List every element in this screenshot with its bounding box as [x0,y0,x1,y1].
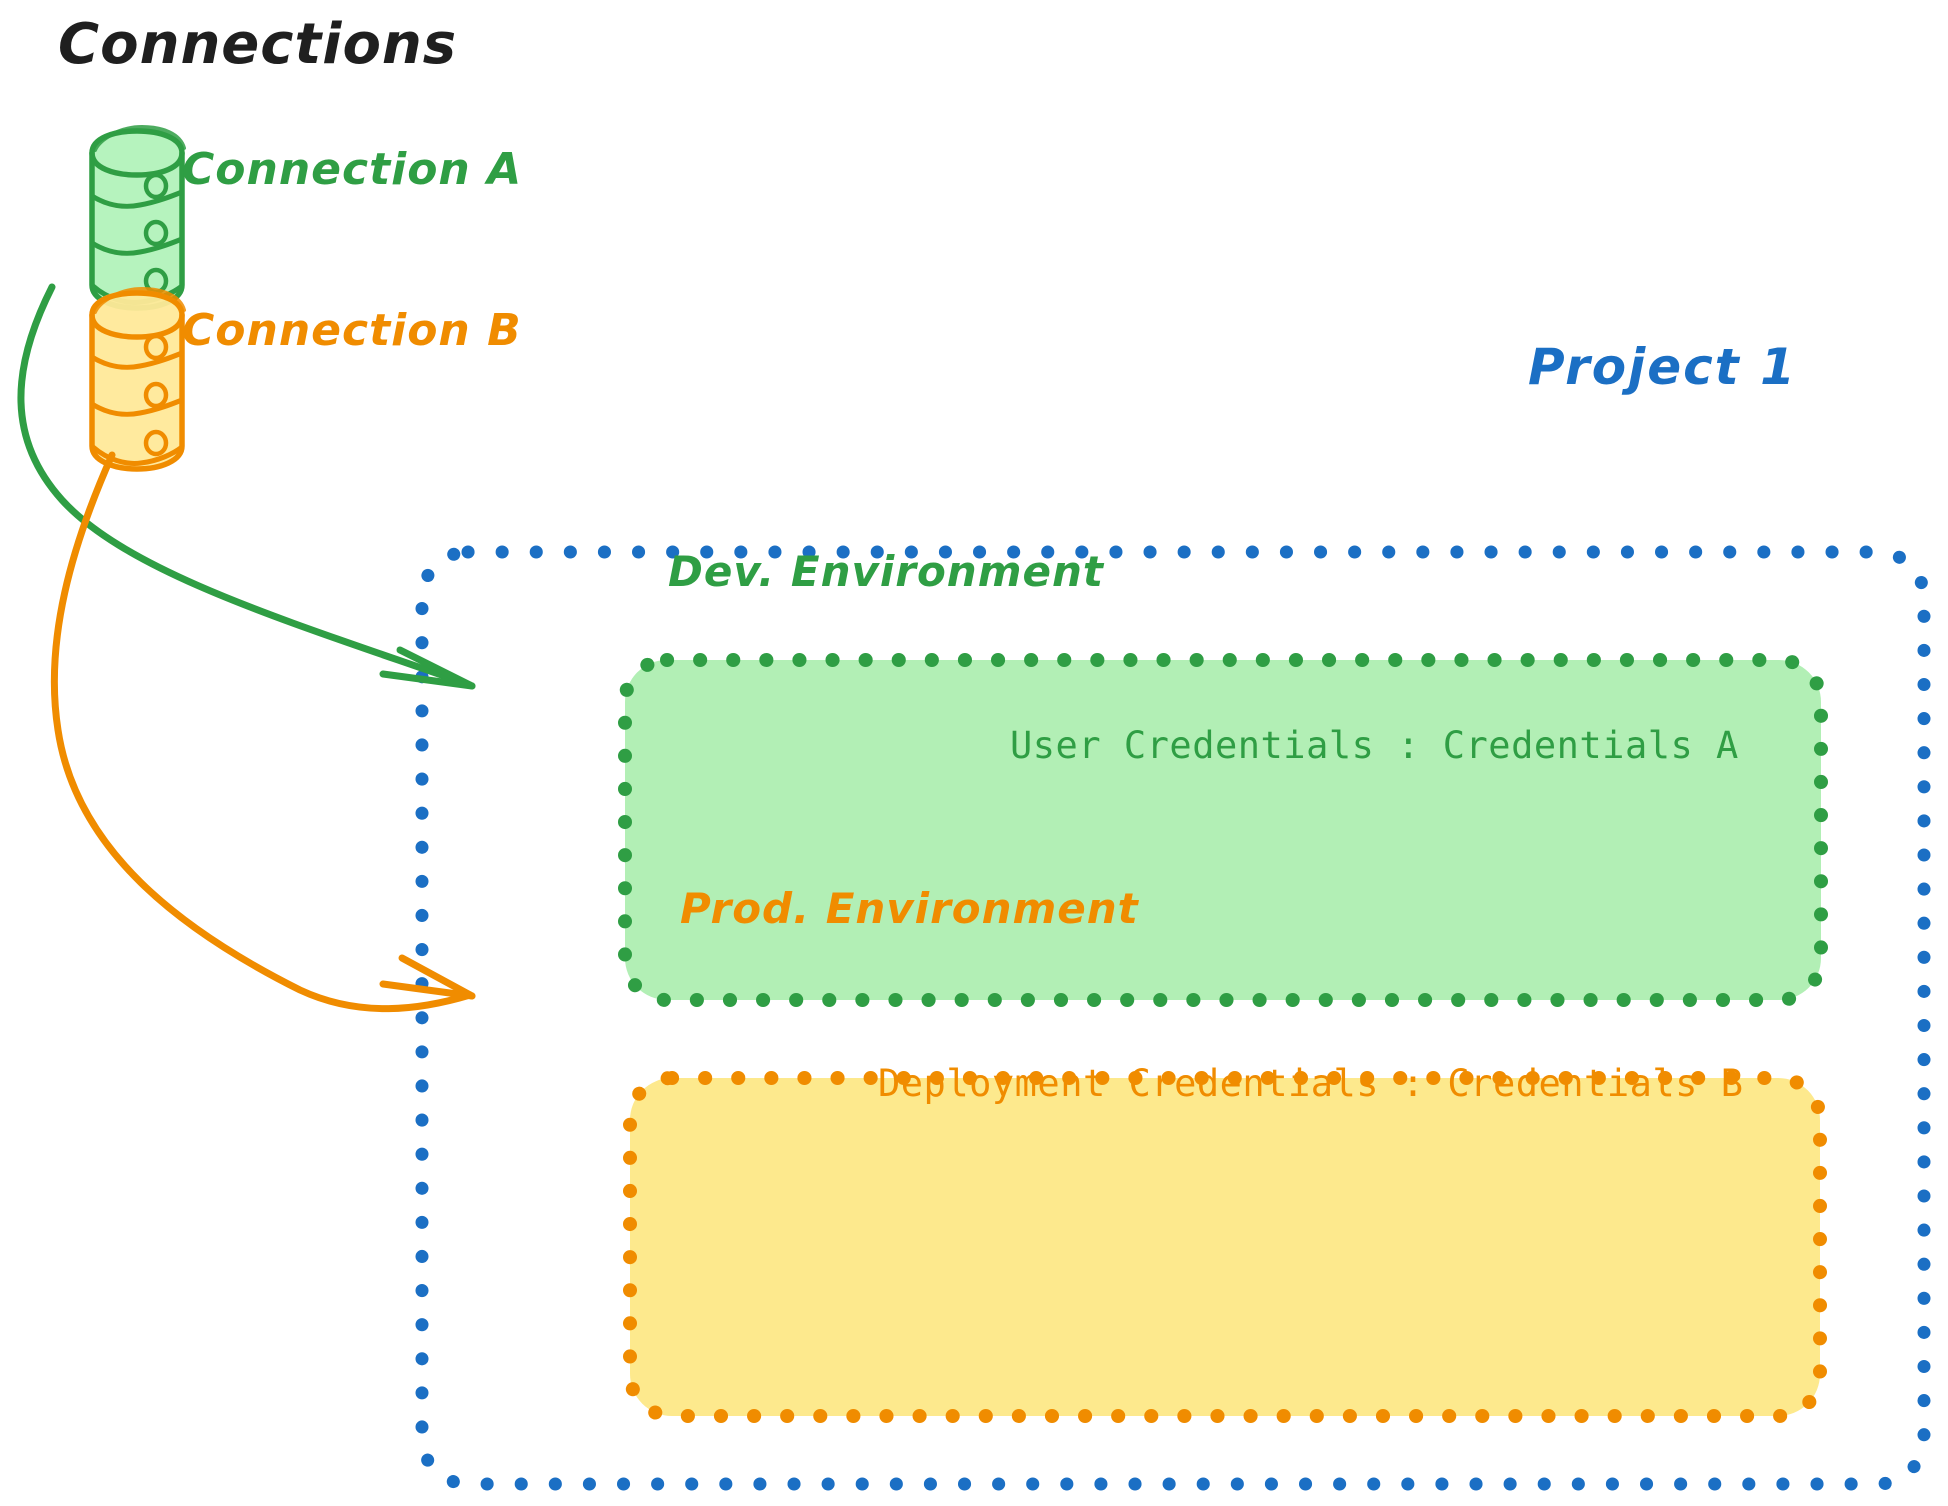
cylinder-a-divider-1 [89,189,185,209]
arrow-conn-b-head-bottom [379,980,476,1000]
prod-environment-credentials: Deployment Credentials : Credentials B [878,1062,1744,1105]
dev-environment-credentials: User Credentials : Credentials A [1010,724,1739,767]
database-cylinder-icon-connection-b[interactable] [89,286,186,472]
cylinder-a-led-2 [143,219,169,247]
dev-environment-fill [625,660,1821,1000]
arrow-conn-b-head-top [398,954,476,1000]
arrow-conn-a-head-top [396,646,476,690]
cylinder-a-top-sketch [93,124,186,152]
cylinder-b-divider-2 [89,397,185,417]
cylinder-b-divider-1 [89,350,185,370]
arrow-conn-b-to-prod [50,451,476,1013]
cylinder-a-led-1 [143,172,169,200]
cylinder-a-divider-2 [89,236,185,256]
dev-environment-title: Dev. Environment [668,547,1104,596]
prod-environment-box[interactable] [623,1071,1827,1423]
dev-environment-box[interactable] [618,653,1828,1007]
database-cylinder-icon-connection-a[interactable] [89,124,186,311]
cylinder-b-body-outline [89,312,185,472]
cylinder-b-fill [90,290,183,468]
prod-environment-fill [630,1078,1820,1416]
cylinder-b-led-1 [143,333,169,361]
connection-a-label: Connection A [182,144,523,195]
cylinder-b-led-2 [143,381,169,409]
dev-environment-dotted-border [618,653,1828,1007]
cylinder-b-led-3 [143,429,169,457]
project-title: Project 1 [1528,338,1797,396]
arrow-conn-b-path [50,451,474,1013]
cylinder-b-top-sketch [93,286,186,314]
cylinder-b-bottom-sweep [90,444,185,466]
page-title: Connections [58,12,458,77]
cylinder-a-fill [90,128,183,307]
arrow-conn-a-head-bottom [379,670,476,690]
prod-environment-title: Prod. Environment [680,884,1139,933]
project-dotted-border [415,545,1931,1491]
connection-b-label: Connection B [182,305,522,356]
project-container[interactable] [415,545,1931,1491]
